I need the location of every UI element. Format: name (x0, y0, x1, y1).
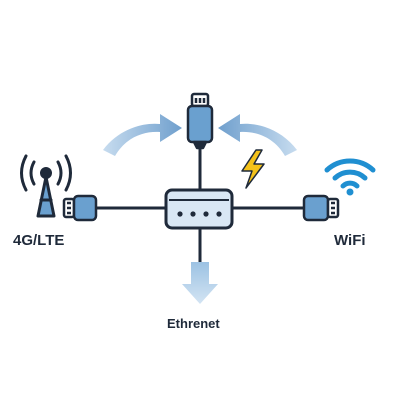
port-light (216, 211, 222, 217)
port-light (190, 211, 196, 217)
ethernet-label: Ethrenet (167, 316, 220, 331)
cellular-label: 4G/LTE (13, 232, 65, 249)
network-plug-icon (302, 194, 340, 222)
network-plug-icon (186, 92, 214, 150)
curved-arrow-right (218, 114, 297, 156)
wifi-icon (324, 158, 376, 196)
curved-arrow-left (103, 114, 182, 156)
cell-tower-icon (20, 154, 72, 218)
connection-lines (94, 144, 306, 264)
port-light (177, 211, 183, 217)
down-arrow-icon (182, 262, 218, 304)
wifi-label: WiFi (334, 232, 366, 249)
port-light (203, 211, 209, 217)
network-plug-icon (62, 194, 98, 222)
lightning-bolt-icon (241, 149, 265, 189)
network-switch-icon (164, 188, 234, 230)
